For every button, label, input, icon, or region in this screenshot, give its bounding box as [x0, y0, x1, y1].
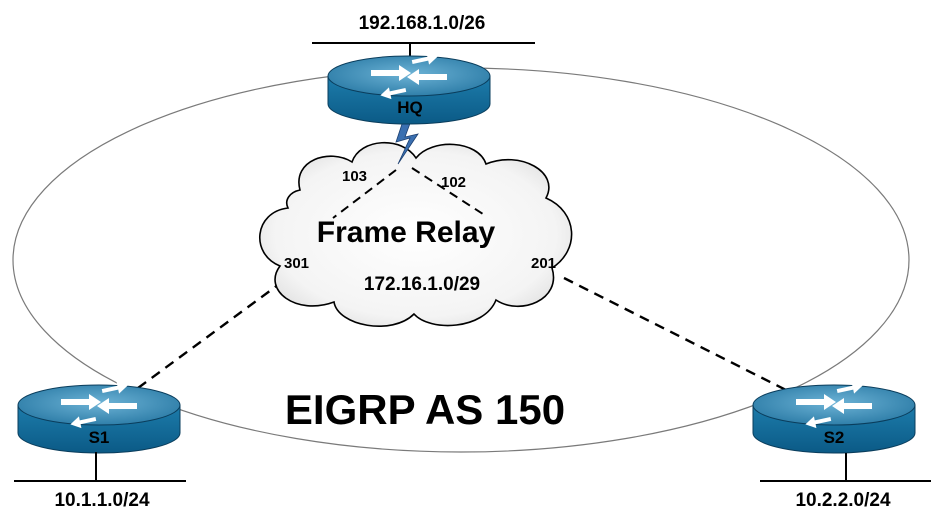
router-s1[interactable] [17, 379, 181, 454]
s1-router-label: S1 [89, 428, 110, 447]
hq-network-label: 192.168.1.0/26 [359, 13, 486, 34]
dlci-301-label: 301 [284, 255, 309, 272]
dlci-201-label: 201 [531, 255, 556, 272]
router-hq[interactable] [327, 50, 491, 125]
frame-relay-cloud [258, 141, 573, 327]
eigrp-as-label: EIGRP AS 150 [285, 386, 565, 433]
frame-relay-title: Frame Relay [317, 216, 496, 249]
dlci-102-label: 102 [441, 174, 466, 191]
frame-relay-subnet-label: 172.16.1.0/29 [364, 274, 480, 295]
pvc-s1-link [137, 281, 283, 389]
dlci-103-label: 103 [342, 168, 367, 185]
router-s2[interactable] [752, 379, 916, 454]
pvc-s2-link [563, 276, 787, 392]
s2-network-label: 10.2.2.0/24 [795, 490, 891, 511]
s1-network-label: 10.1.1.0/24 [54, 490, 150, 511]
hq-router-label: HQ [397, 98, 423, 117]
s2-router-label: S2 [824, 428, 845, 447]
pvc-hq-to-s1-segment [332, 169, 397, 219]
